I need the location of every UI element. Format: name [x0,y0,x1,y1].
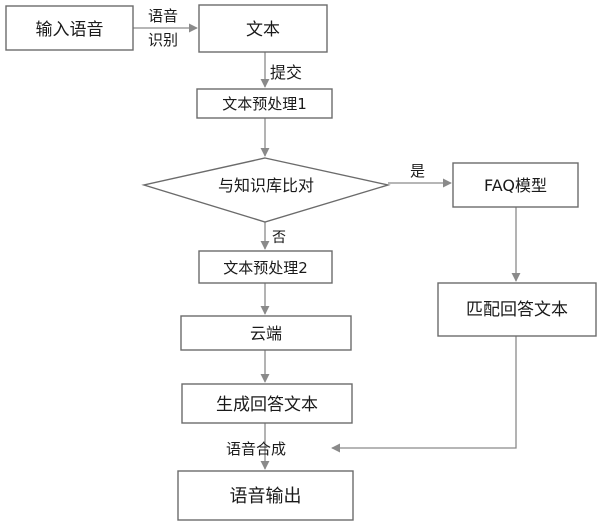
node-cloud-label: 云端 [250,324,282,343]
edge-label-speech-recognition-2: 识别 [148,31,178,49]
node-preprocess2-label: 文本预处理2 [223,259,308,277]
node-cloud: 云端 [180,315,352,351]
node-match-answer: 匹配回答文本 [437,282,597,337]
node-compare-kb: 与知识库比对 [141,157,391,223]
edge-label-yes: 是 [410,162,425,180]
node-text: 文本 [198,4,328,53]
node-faq-model-label: FAQ模型 [484,176,547,195]
edge-label-submit: 提交 [270,63,302,82]
connectors [133,23,521,470]
node-preprocess1: 文本预处理1 [196,88,333,119]
node-voice-input-label: 输入语音 [36,20,104,40]
node-generate-answer: 生成回答文本 [181,383,353,424]
node-text-label: 文本 [246,20,280,40]
node-preprocess2: 文本预处理2 [198,250,333,284]
node-voice-input: 输入语音 [5,5,134,51]
node-voice-output-label: 语音输出 [230,486,302,507]
edge-label-speech-recognition-1: 语音 [148,7,178,25]
edge-label-speech-synthesis: 语音合成 [226,440,286,458]
node-compare-kb-label: 与知识库比对 [218,176,314,195]
node-preprocess1-label: 文本预处理1 [222,95,307,113]
node-match-answer-label: 匹配回答文本 [466,300,568,320]
edge-label-no: 否 [272,230,286,246]
node-generate-answer-label: 生成回答文本 [216,395,318,415]
node-faq-model: FAQ模型 [452,162,579,208]
edge-match-to-synthesis [331,336,517,453]
node-voice-output: 语音输出 [177,470,354,521]
